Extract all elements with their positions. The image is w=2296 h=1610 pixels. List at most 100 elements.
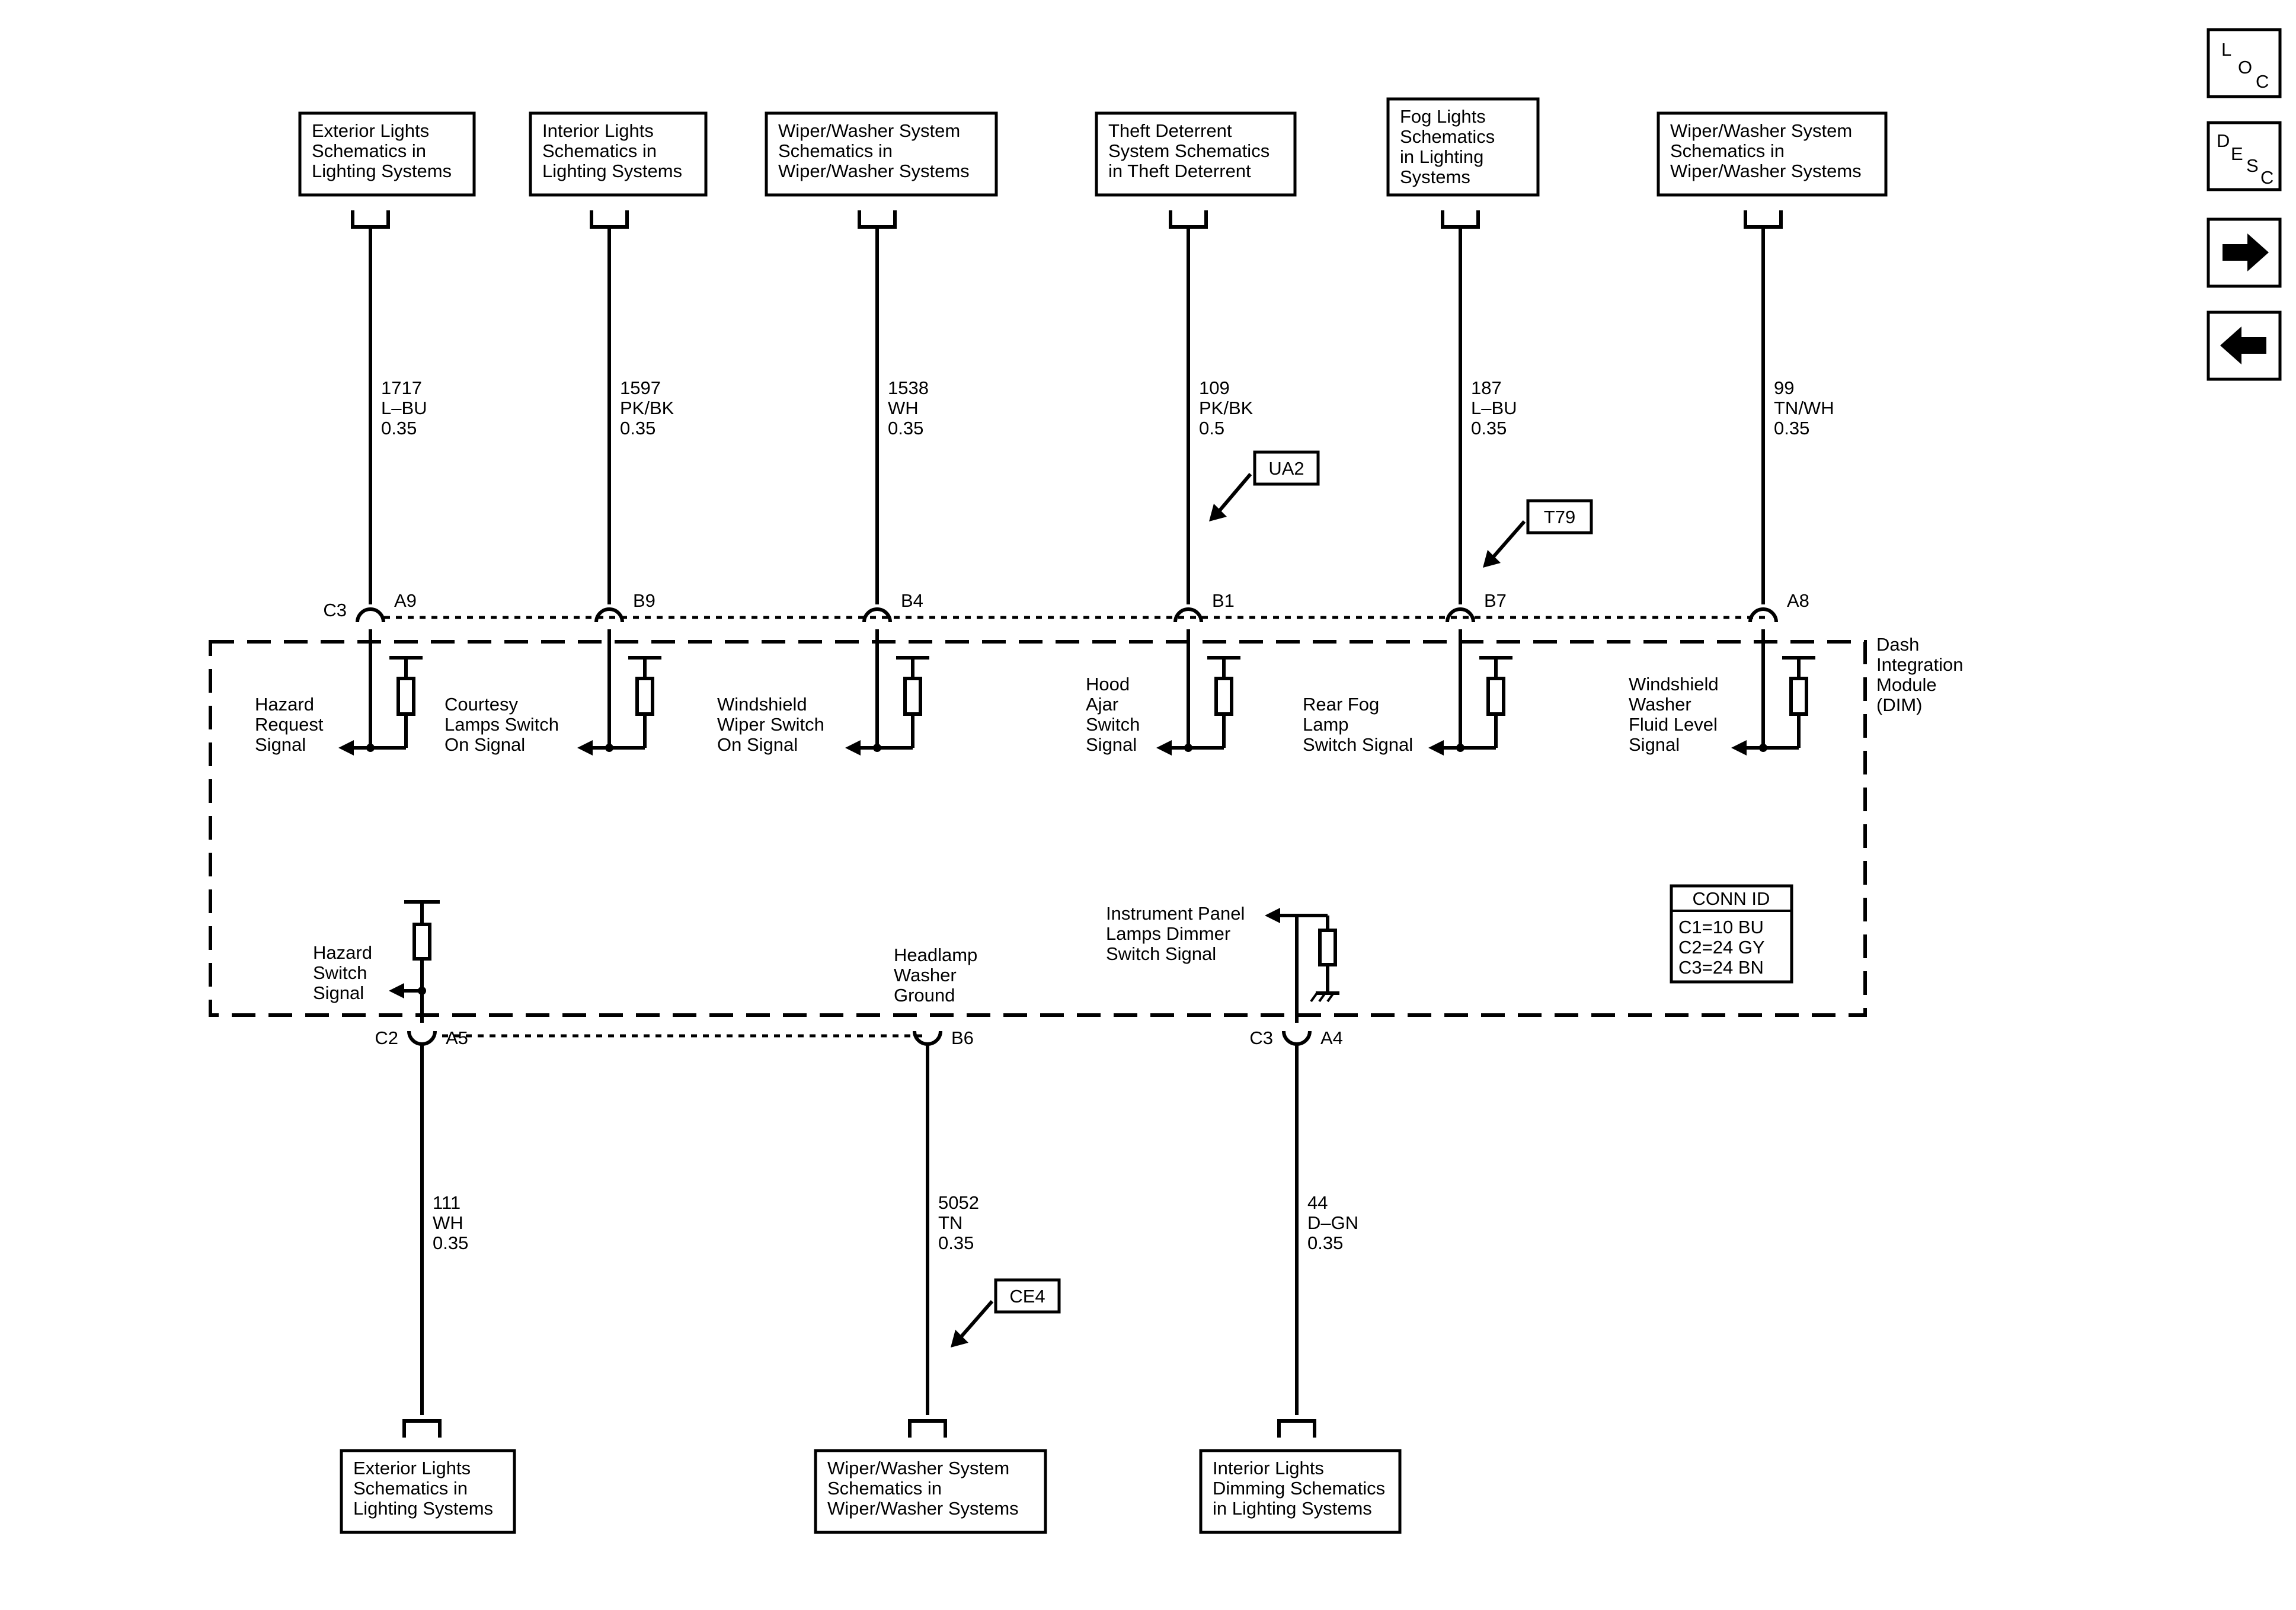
ref-box-line: in Lighting bbox=[1400, 146, 1483, 167]
ref-box-line: Wiper/Washer Systems bbox=[778, 161, 970, 181]
arrow-icon bbox=[1483, 550, 1501, 568]
wire-gauge: 0.35 bbox=[433, 1233, 468, 1253]
resistor-icon bbox=[1214, 677, 1233, 716]
module-label-line: (DIM) bbox=[1876, 694, 1922, 715]
signal-label: Fluid Level bbox=[1629, 714, 1718, 735]
connector-pin-icon bbox=[913, 1030, 942, 1046]
pin-label: A9 bbox=[394, 590, 417, 611]
ref-box-line: System Schematics bbox=[1108, 140, 1269, 161]
pin-label: A4 bbox=[1320, 1028, 1343, 1048]
connector-pin-icon bbox=[1748, 607, 1778, 623]
ref-box-line: Systems bbox=[1400, 167, 1470, 187]
connector-id: C2 bbox=[375, 1028, 398, 1048]
dim-module-outline bbox=[209, 640, 1867, 1017]
next-page-button[interactable] bbox=[2207, 217, 2282, 288]
wire-gauge: 0.5 bbox=[1199, 418, 1224, 438]
signal-label: Switch Signal bbox=[1106, 943, 1216, 964]
loc-button[interactable]: L O C bbox=[2207, 28, 2282, 98]
desc-button[interactable]: D E S C bbox=[2207, 121, 2282, 191]
signal-label: Washer bbox=[1629, 694, 1691, 715]
wire-color: L–BU bbox=[381, 398, 427, 418]
signal-label: Signal bbox=[1086, 734, 1137, 755]
signal-label: Lamps Dimmer bbox=[1106, 923, 1230, 944]
option-tag-ce4: CE4 bbox=[951, 1278, 1061, 1347]
arrow-icon bbox=[951, 1330, 968, 1347]
prev-page-button[interactable] bbox=[2207, 311, 2282, 381]
signal-label: Hazard bbox=[313, 942, 372, 963]
ref-box-line: Exterior Lights bbox=[353, 1458, 471, 1478]
signal-label: Headlamp bbox=[894, 945, 977, 965]
connector-pin-icon bbox=[1282, 1030, 1312, 1046]
signal-label: Signal bbox=[1629, 734, 1680, 755]
resistor-icon bbox=[412, 923, 431, 961]
ref-box-line: Exterior Lights bbox=[312, 120, 429, 141]
arrow-left-icon bbox=[1156, 740, 1172, 756]
wire-circuit-number: 109 bbox=[1199, 377, 1230, 398]
wire-circuit-number: 1717 bbox=[381, 377, 422, 398]
resistor-icon bbox=[903, 677, 922, 716]
signal-label: Switch Signal bbox=[1303, 734, 1413, 755]
desc-letter: E bbox=[2231, 143, 2243, 164]
ref-box-line: Schematics in bbox=[778, 140, 893, 161]
option-tag-arrow bbox=[957, 1300, 994, 1340]
ref-box-line: Schematics in bbox=[353, 1478, 468, 1499]
resistor-icon bbox=[1318, 929, 1337, 966]
signal-label: Signal bbox=[255, 734, 306, 755]
ref-box-line: in Theft Deterrent bbox=[1108, 161, 1251, 181]
ref-box-line: Lighting Systems bbox=[353, 1498, 493, 1519]
arrow-left-icon bbox=[338, 740, 354, 756]
wire-circuit-number: 5052 bbox=[938, 1192, 979, 1213]
wire-gauge: 0.35 bbox=[1471, 418, 1507, 438]
ref-box-line: Dimming Schematics bbox=[1213, 1478, 1385, 1499]
module-label-line: Integration bbox=[1876, 654, 1964, 675]
ref-box-line: Wiper/Washer Systems bbox=[827, 1498, 1019, 1519]
conn-id-table: CONN ID C1=10 BU C2=24 GY C3=24 BN bbox=[1670, 884, 1793, 984]
signal-label: Instrument Panel bbox=[1106, 903, 1245, 924]
wire-color: WH bbox=[433, 1212, 463, 1233]
ref-box-line: Schematics in bbox=[312, 140, 426, 161]
signal-label: Lamp bbox=[1303, 714, 1349, 735]
wire-color: PK/BK bbox=[620, 398, 674, 418]
loc-letter: O bbox=[2238, 57, 2252, 78]
ref-connector-symbol bbox=[1169, 210, 1208, 229]
signal-label: On Signal bbox=[717, 734, 798, 755]
conn-id-title: CONN ID bbox=[1693, 888, 1770, 909]
module-label-line: Module bbox=[1876, 674, 1937, 695]
ref-box-line: Wiper/Washer System bbox=[827, 1458, 1009, 1478]
wire-circuit-number: 111 bbox=[433, 1192, 461, 1213]
wire-color: WH bbox=[888, 398, 919, 418]
signal-label: Switch bbox=[1086, 714, 1140, 735]
option-tag-ua2: UA2 bbox=[1209, 450, 1320, 521]
arrow-right-icon bbox=[2223, 233, 2269, 271]
ground-icon bbox=[1318, 992, 1326, 1003]
resistor-icon bbox=[1486, 677, 1505, 716]
signal-label: Signal bbox=[313, 982, 364, 1003]
ref-box-line: Wiper/Washer System bbox=[1670, 120, 1852, 141]
ref-box-line: Theft Deterrent bbox=[1108, 120, 1232, 141]
signal-label: Ajar bbox=[1086, 694, 1118, 715]
connector-pin-icon bbox=[1446, 607, 1475, 623]
loc-letter: L bbox=[2221, 39, 2231, 60]
ref-box-line: Wiper/Washer System bbox=[778, 120, 960, 141]
